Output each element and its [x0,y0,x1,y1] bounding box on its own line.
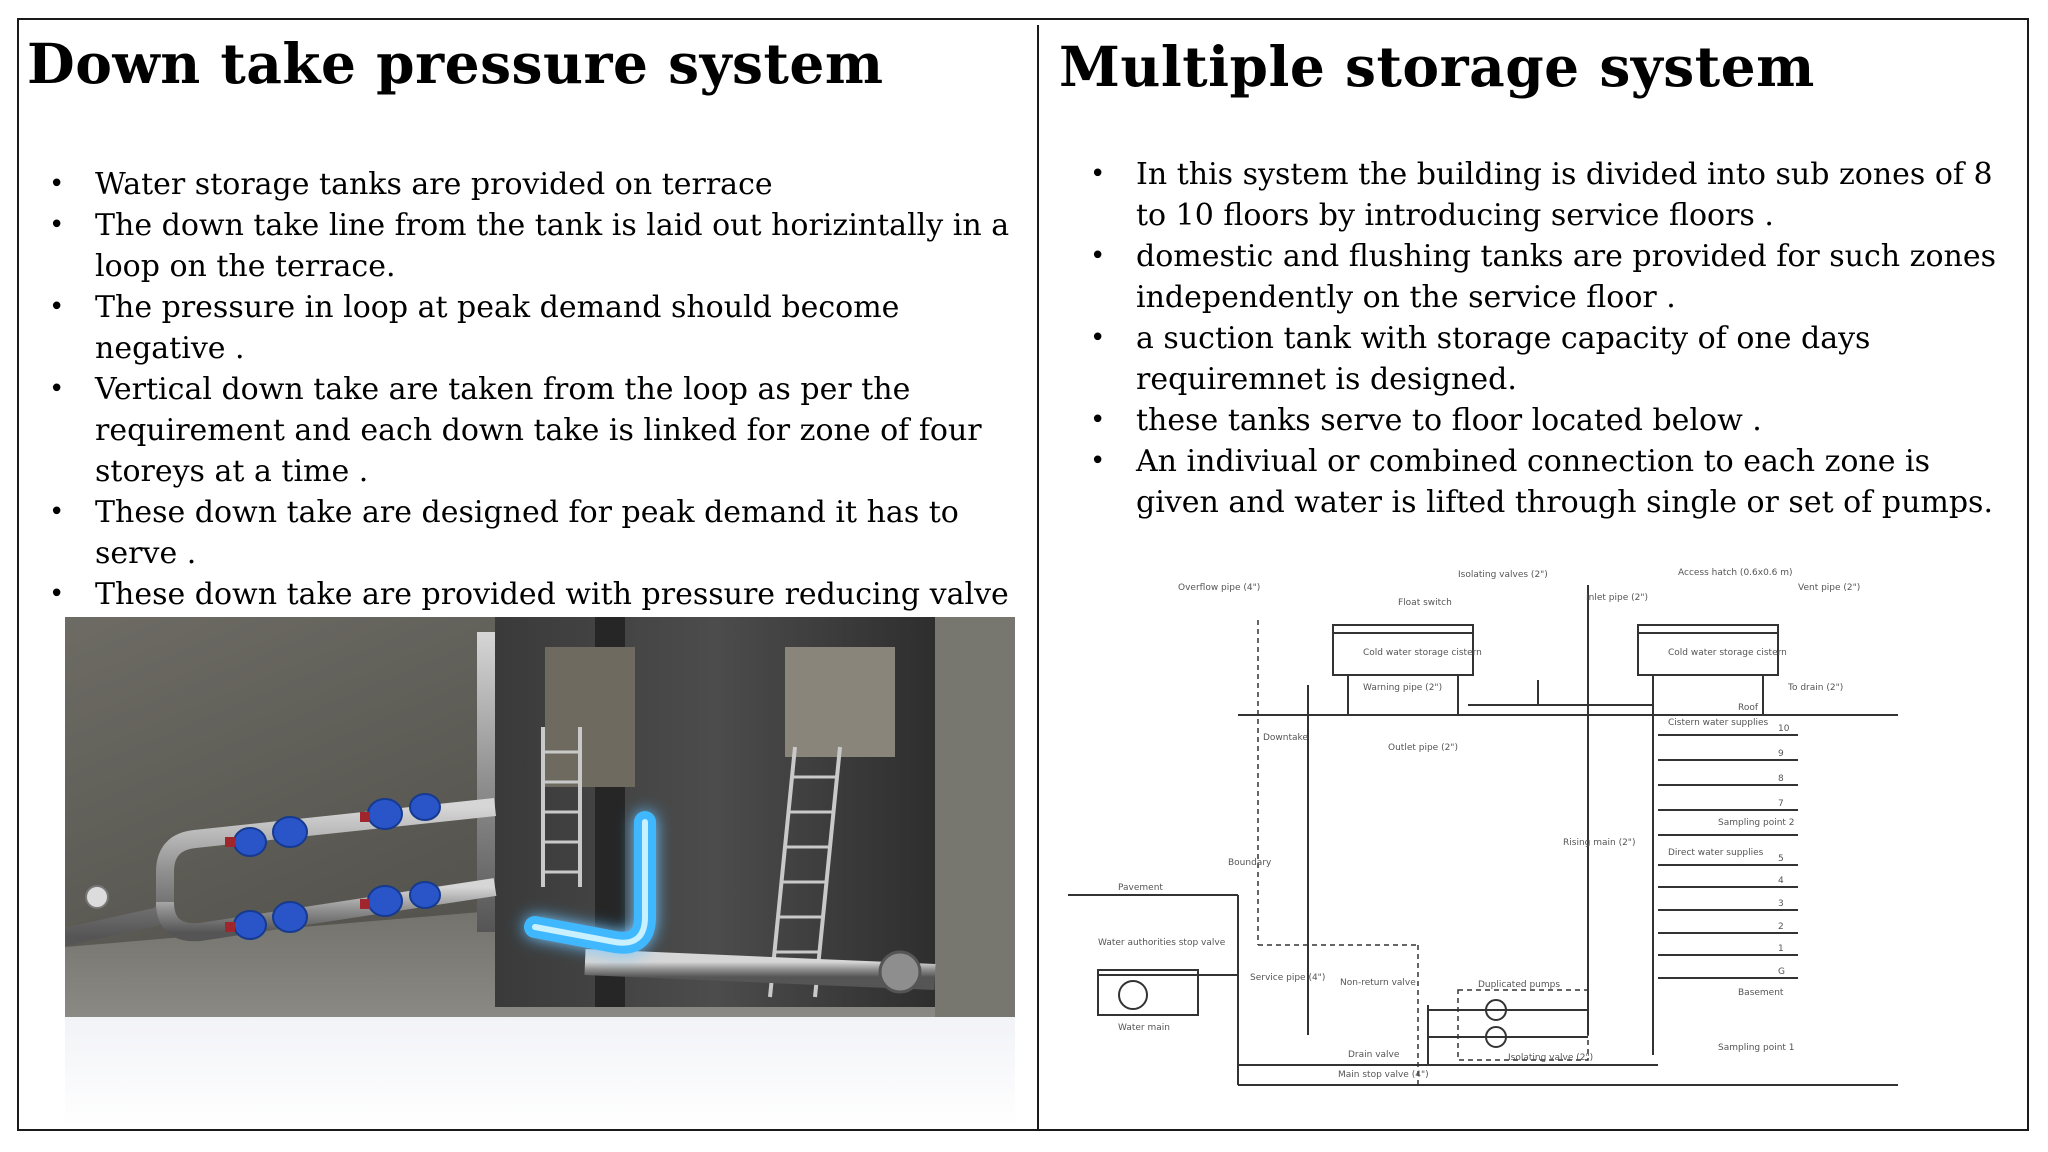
bullet-text: Water storage tanks are provided on terr… [95,167,773,202]
diagram-label: Non-return valve [1340,978,1416,988]
diagram-label: Sampling point 2 [1718,818,1795,828]
bullet-dot-icon: • [1090,159,1106,189]
left-bullet-list: • Water storage tanks are provided on ter… [35,164,1025,656]
bullet-item: • These down take are designed for peak d… [35,492,1025,574]
diagram-label: Boundary [1228,858,1272,868]
diagram-label: Overflow pipe (4") [1178,583,1260,593]
bullet-dot-icon: • [1090,241,1106,271]
bullet-item: • Vertical down take are taken from the l… [35,369,1025,492]
left-title: Down take pressure system [27,31,884,96]
slide-frame [17,18,2029,1131]
bullet-item: • In this system the building is divided … [1076,154,2016,236]
bullet-item: • domestic and flushing tanks are provide… [1076,236,2016,318]
bullet-item: • An indiviual or combined connection to … [1076,441,2016,523]
floor-number: 8 [1778,774,1784,784]
diagram-label: Direct water supplies [1668,848,1764,858]
multiple-storage-diagram: Overflow pipe (4") Isolating valves (2")… [1058,565,1910,1090]
diagram-label: Isolating valve (2") [1508,1053,1593,1063]
right-bullet-list: • In this system the building is divided … [1076,154,2016,523]
floor-number: 7 [1778,799,1784,809]
bullet-text: The down take line from the tank is laid… [95,208,1010,284]
floor-number: 4 [1778,876,1784,886]
diagram-label: Water authorities stop valve [1098,938,1226,948]
bullet-item: • The pressure in loop at peak demand sho… [35,287,1025,369]
photo-reflection [65,1017,1015,1127]
diagram-label: Roof [1738,703,1759,713]
floor-number: 2 [1778,922,1784,932]
floor-number: 5 [1778,854,1784,864]
bullet-item: • these tanks serve to floor located belo… [1076,400,2016,441]
diagram-label: Outlet pipe (2") [1388,743,1458,753]
bullet-text: Vertical down take are taken from the lo… [95,372,982,489]
bullet-text: domestic and flushing tanks are provided… [1136,239,1996,315]
diagram-label: Sampling point 1 [1718,1043,1795,1053]
diagram-label: To drain (2") [1787,683,1843,693]
diagram-label: Vent pipe (2") [1798,583,1860,593]
downtake-photo [65,617,1015,1017]
bullet-dot-icon: • [49,292,65,322]
floor-number: 1 [1778,944,1784,954]
bullet-dot-icon: • [1090,323,1106,353]
diagram-label: Drain valve [1348,1050,1400,1060]
diagram-label: Rising main (2") [1563,838,1635,848]
bullet-text: In this system the building is divided i… [1136,157,1993,233]
floor-number: 3 [1778,899,1784,909]
diagram-label: Service pipe (4") [1250,973,1325,983]
diagram-label: Duplicated pumps [1478,980,1560,990]
bullet-item: • a suction tank with storage capacity of… [1076,318,2016,400]
diagram-label: Isolating valves (2") [1458,570,1548,580]
diagram-label: Float switch [1398,598,1452,608]
bullet-dot-icon: • [49,497,65,527]
bullet-text: These down take are designed for peak de… [95,495,959,571]
column-divider [1037,25,1039,1131]
diagram-label: Cold water storage cistern [1363,648,1482,658]
diagram-label: Basement [1738,988,1784,998]
right-title: Multiple storage system [1059,34,1815,99]
diagram-label: Pavement [1118,883,1163,893]
diagram-label: Cistern water supplies [1668,718,1769,728]
diagram-label: Inlet pipe (2") [1586,593,1648,603]
bullet-text: these tanks serve to floor located below… [1136,403,1762,438]
floor-number: G [1778,967,1785,977]
diagram-label: Access hatch (0.6x0.6 m) [1678,568,1793,578]
bullet-text: An indiviual or combined connection to e… [1136,444,1993,520]
bullet-dot-icon: • [49,374,65,404]
diagram-label: Main stop valve (4") [1338,1070,1429,1080]
diagram-label: Downtake [1263,733,1308,743]
bullet-dot-icon: • [49,210,65,240]
bullet-dot-icon: • [1090,405,1106,435]
bullet-dot-icon: • [1090,446,1106,476]
diagram-label: Warning pipe (2") [1363,683,1442,693]
bullet-text: The pressure in loop at peak demand shou… [95,290,900,366]
floor-number: 9 [1778,749,1784,759]
bullet-dot-icon: • [49,579,65,609]
floor-number: 10 [1778,724,1790,734]
diagram-label: Cold water storage cistern [1668,648,1787,658]
bullet-text: a suction tank with storage capacity of … [1136,321,1871,397]
diagram-label: Water main [1118,1023,1170,1033]
bullet-dot-icon: • [49,169,65,199]
bullet-item: • Water storage tanks are provided on ter… [35,164,1025,205]
bullet-item: • The down take line from the tank is lai… [35,205,1025,287]
